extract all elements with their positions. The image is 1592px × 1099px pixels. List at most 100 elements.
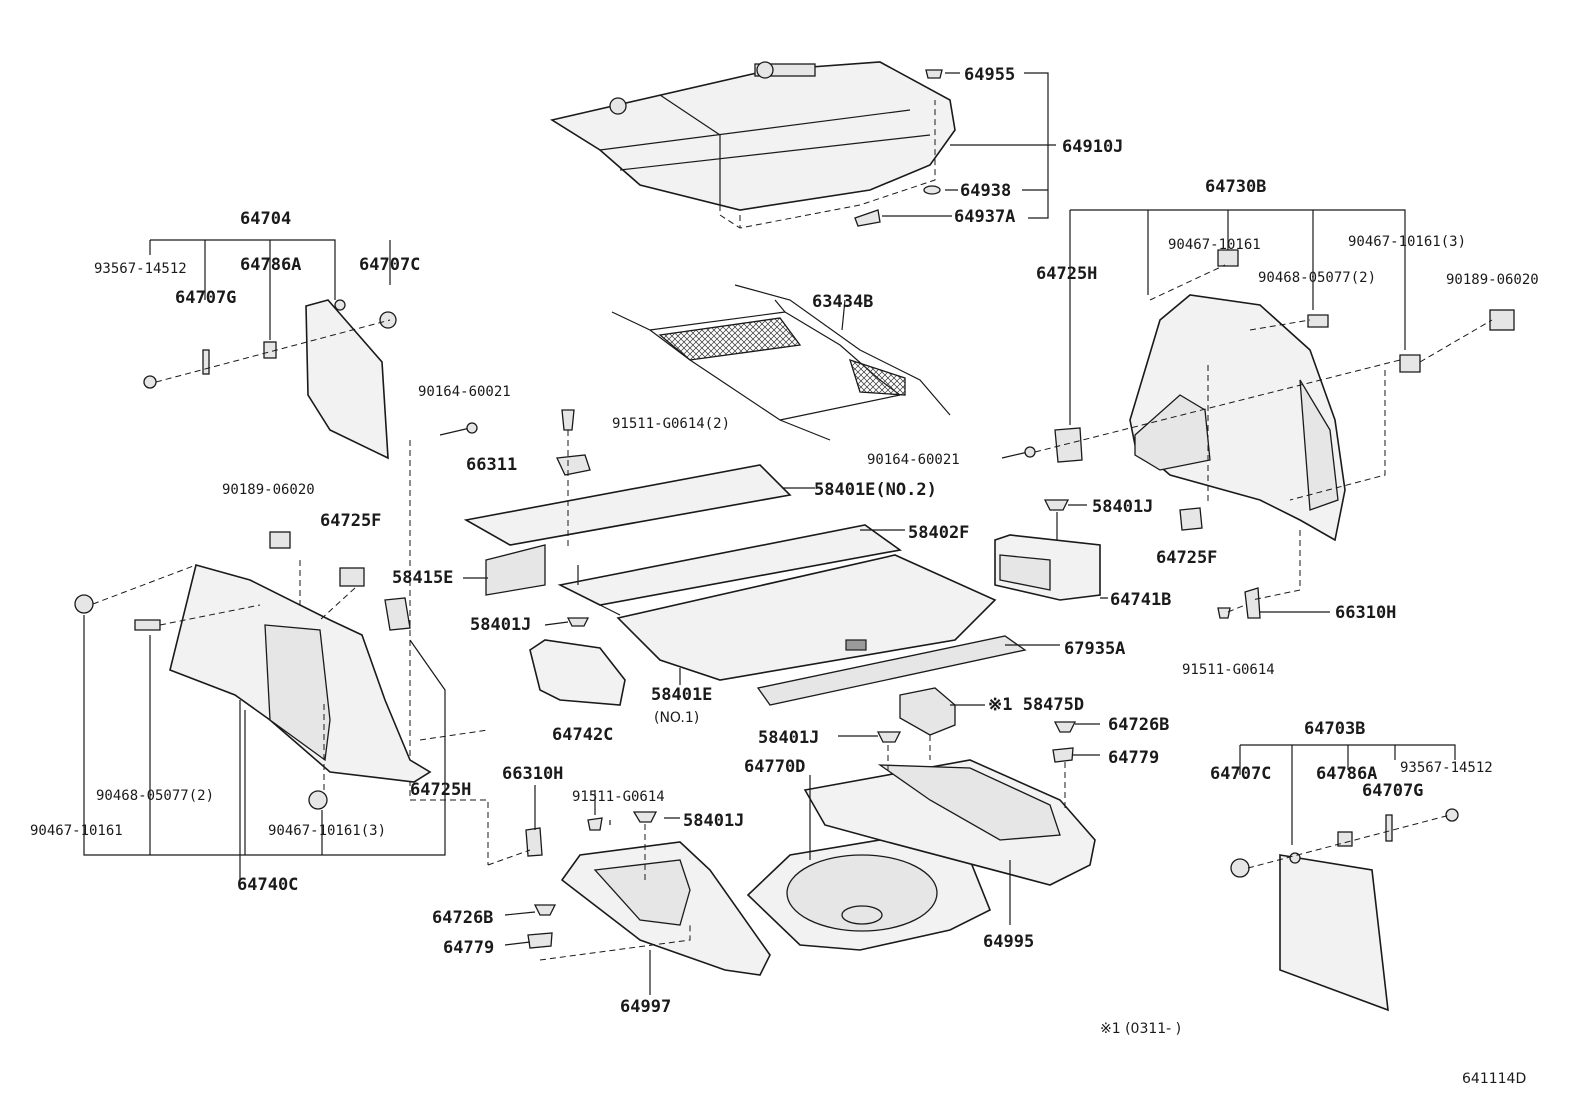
label-64707C-left: 64707C [359, 255, 420, 275]
clip-64779-left [527, 932, 553, 949]
clip-64955 [925, 69, 943, 79]
clip-64726B-left [533, 904, 557, 916]
label-91511-G0614-left: 91511-G0614 [572, 789, 665, 805]
side-panel-64703B [1279, 854, 1389, 1012]
clip-64786A-right [1337, 831, 1353, 847]
side-panel-64704 [305, 299, 389, 460]
block-58415E [485, 544, 546, 596]
clip-90189-right [1489, 309, 1515, 331]
clip-58401J-mid [876, 731, 902, 743]
label-64726B-left: 64726B [432, 908, 493, 928]
screw-93567-right [1445, 808, 1459, 822]
label-64730B: 64730B [1205, 177, 1266, 197]
label-58401E-no2: 58401E(NO.2) [814, 480, 937, 500]
clip-64725F-left [339, 567, 365, 587]
block-58475D [899, 687, 956, 736]
label-64741B: 64741B [1110, 590, 1171, 610]
diagram-id: 641114D [1462, 1071, 1526, 1087]
sill-plate-67935A [756, 635, 1027, 706]
clip-64707G-left [202, 349, 210, 375]
label-64725F-left: 64725F [320, 511, 381, 531]
clip-64725H-left [384, 597, 411, 631]
clip-64725F-right [1179, 507, 1203, 531]
label-64725H-right: 64725H [1036, 264, 1097, 284]
label-64955: 64955 [964, 65, 1015, 85]
label-64703B: 64703B [1304, 719, 1365, 739]
clip-90467-3-left [308, 790, 328, 810]
label-66310H-left: 66310H [502, 764, 563, 784]
clip-90468-left [134, 619, 161, 631]
clip-64779-right [1052, 747, 1074, 763]
label-90468-05077-2-right: 90468-05077(2) [1258, 270, 1376, 286]
clip-58401J-center [566, 617, 590, 627]
hook-66311 [556, 454, 591, 476]
clip-58401J-bottom [632, 811, 658, 823]
label-91511-G0614-right: 91511-G0614 [1182, 662, 1275, 678]
label-58401J-bottom: 58401J [683, 811, 744, 831]
label-66311: 66311 [466, 455, 517, 475]
washer-64938 [923, 185, 941, 195]
hook-66310H-left [525, 827, 543, 857]
clip-64707C-left [379, 311, 397, 329]
bolt-91511-left [587, 817, 603, 831]
screw-93567-left [143, 375, 157, 389]
label-58475D: ※1 58475D [988, 695, 1084, 715]
label-58401J-right: 58401J [1092, 497, 1153, 517]
label-58402F: 58402F [908, 523, 969, 543]
deck-board-58401E [616, 554, 997, 681]
bracket-64937A [854, 209, 881, 227]
label-90467-10161-right: 90467-10161 [1168, 237, 1261, 253]
label-64995: 64995 [983, 932, 1034, 952]
label-90164-60021-right: 90164-60021 [867, 452, 960, 468]
label-58415E: 58415E [392, 568, 453, 588]
label-64997: 64997 [620, 997, 671, 1017]
label-58401J-center: 58401J [470, 615, 531, 635]
screw-90164-left [439, 427, 471, 436]
clip-90468-right [1307, 314, 1329, 328]
label-90467-10161-3-right: 90467-10161(3) [1348, 234, 1466, 250]
deck-board-58402F [557, 524, 903, 606]
label-64725H-left: 64725H [410, 780, 471, 800]
label-90467-10161-left: 90467-10161 [30, 823, 123, 839]
label-90164-60021-left: 90164-60021 [418, 384, 511, 400]
label-90189-06020-left: 90189-06020 [222, 482, 315, 498]
label-64740C: 64740C [237, 875, 298, 895]
label-64770D: 64770D [744, 757, 805, 777]
label-90467-10161-3-left: 90467-10161(3) [268, 823, 386, 839]
clip-64725H-right [1054, 427, 1083, 463]
label-64707G-right: 64707G [1362, 781, 1423, 801]
label-66310H-right: 66310H [1335, 603, 1396, 623]
tray-64995 [803, 759, 1096, 886]
clip-64707G-right [1385, 814, 1393, 842]
bolt-91511-right [1217, 607, 1231, 619]
label-67935A: 67935A [1064, 639, 1125, 659]
clip-90189-left [269, 531, 291, 549]
label-90189-06020-right: 90189-06020 [1446, 272, 1539, 288]
tonneau-cover-part [549, 61, 956, 229]
label-90468-05077-2-left: 90468-05077(2) [96, 788, 214, 804]
label-63434B: 63434B [812, 292, 873, 312]
box-64742C [529, 639, 626, 706]
label-64742C: 64742C [552, 725, 613, 745]
label-64786A-left: 64786A [240, 255, 301, 275]
label-64937A: 64937A [954, 207, 1015, 227]
clip-64786A-left [263, 341, 277, 359]
clip-64726B-right [1053, 721, 1077, 733]
quarter-trim-64730B [1129, 294, 1346, 542]
label-64726B-right: 64726B [1108, 715, 1169, 735]
label-64704: 64704 [240, 209, 291, 229]
cargo-net-part [611, 284, 951, 441]
clip-90467-left [74, 594, 94, 614]
label-93567-14512-left: 93567-14512 [94, 261, 187, 277]
label-64910J: 64910J [1062, 137, 1123, 157]
bolt-91511-top [561, 409, 575, 431]
clip-64707C-right [1230, 858, 1250, 878]
label-93567-14512-right: 93567-14512 [1400, 760, 1493, 776]
deck-board-58401E-no2 [463, 464, 792, 546]
screw-90164-right [1001, 451, 1029, 459]
label-64779-left: 64779 [443, 938, 494, 958]
clip-58401J-right [1043, 499, 1070, 511]
clip-90467-3-right [1399, 354, 1421, 373]
hook-66310H-right [1244, 587, 1261, 619]
